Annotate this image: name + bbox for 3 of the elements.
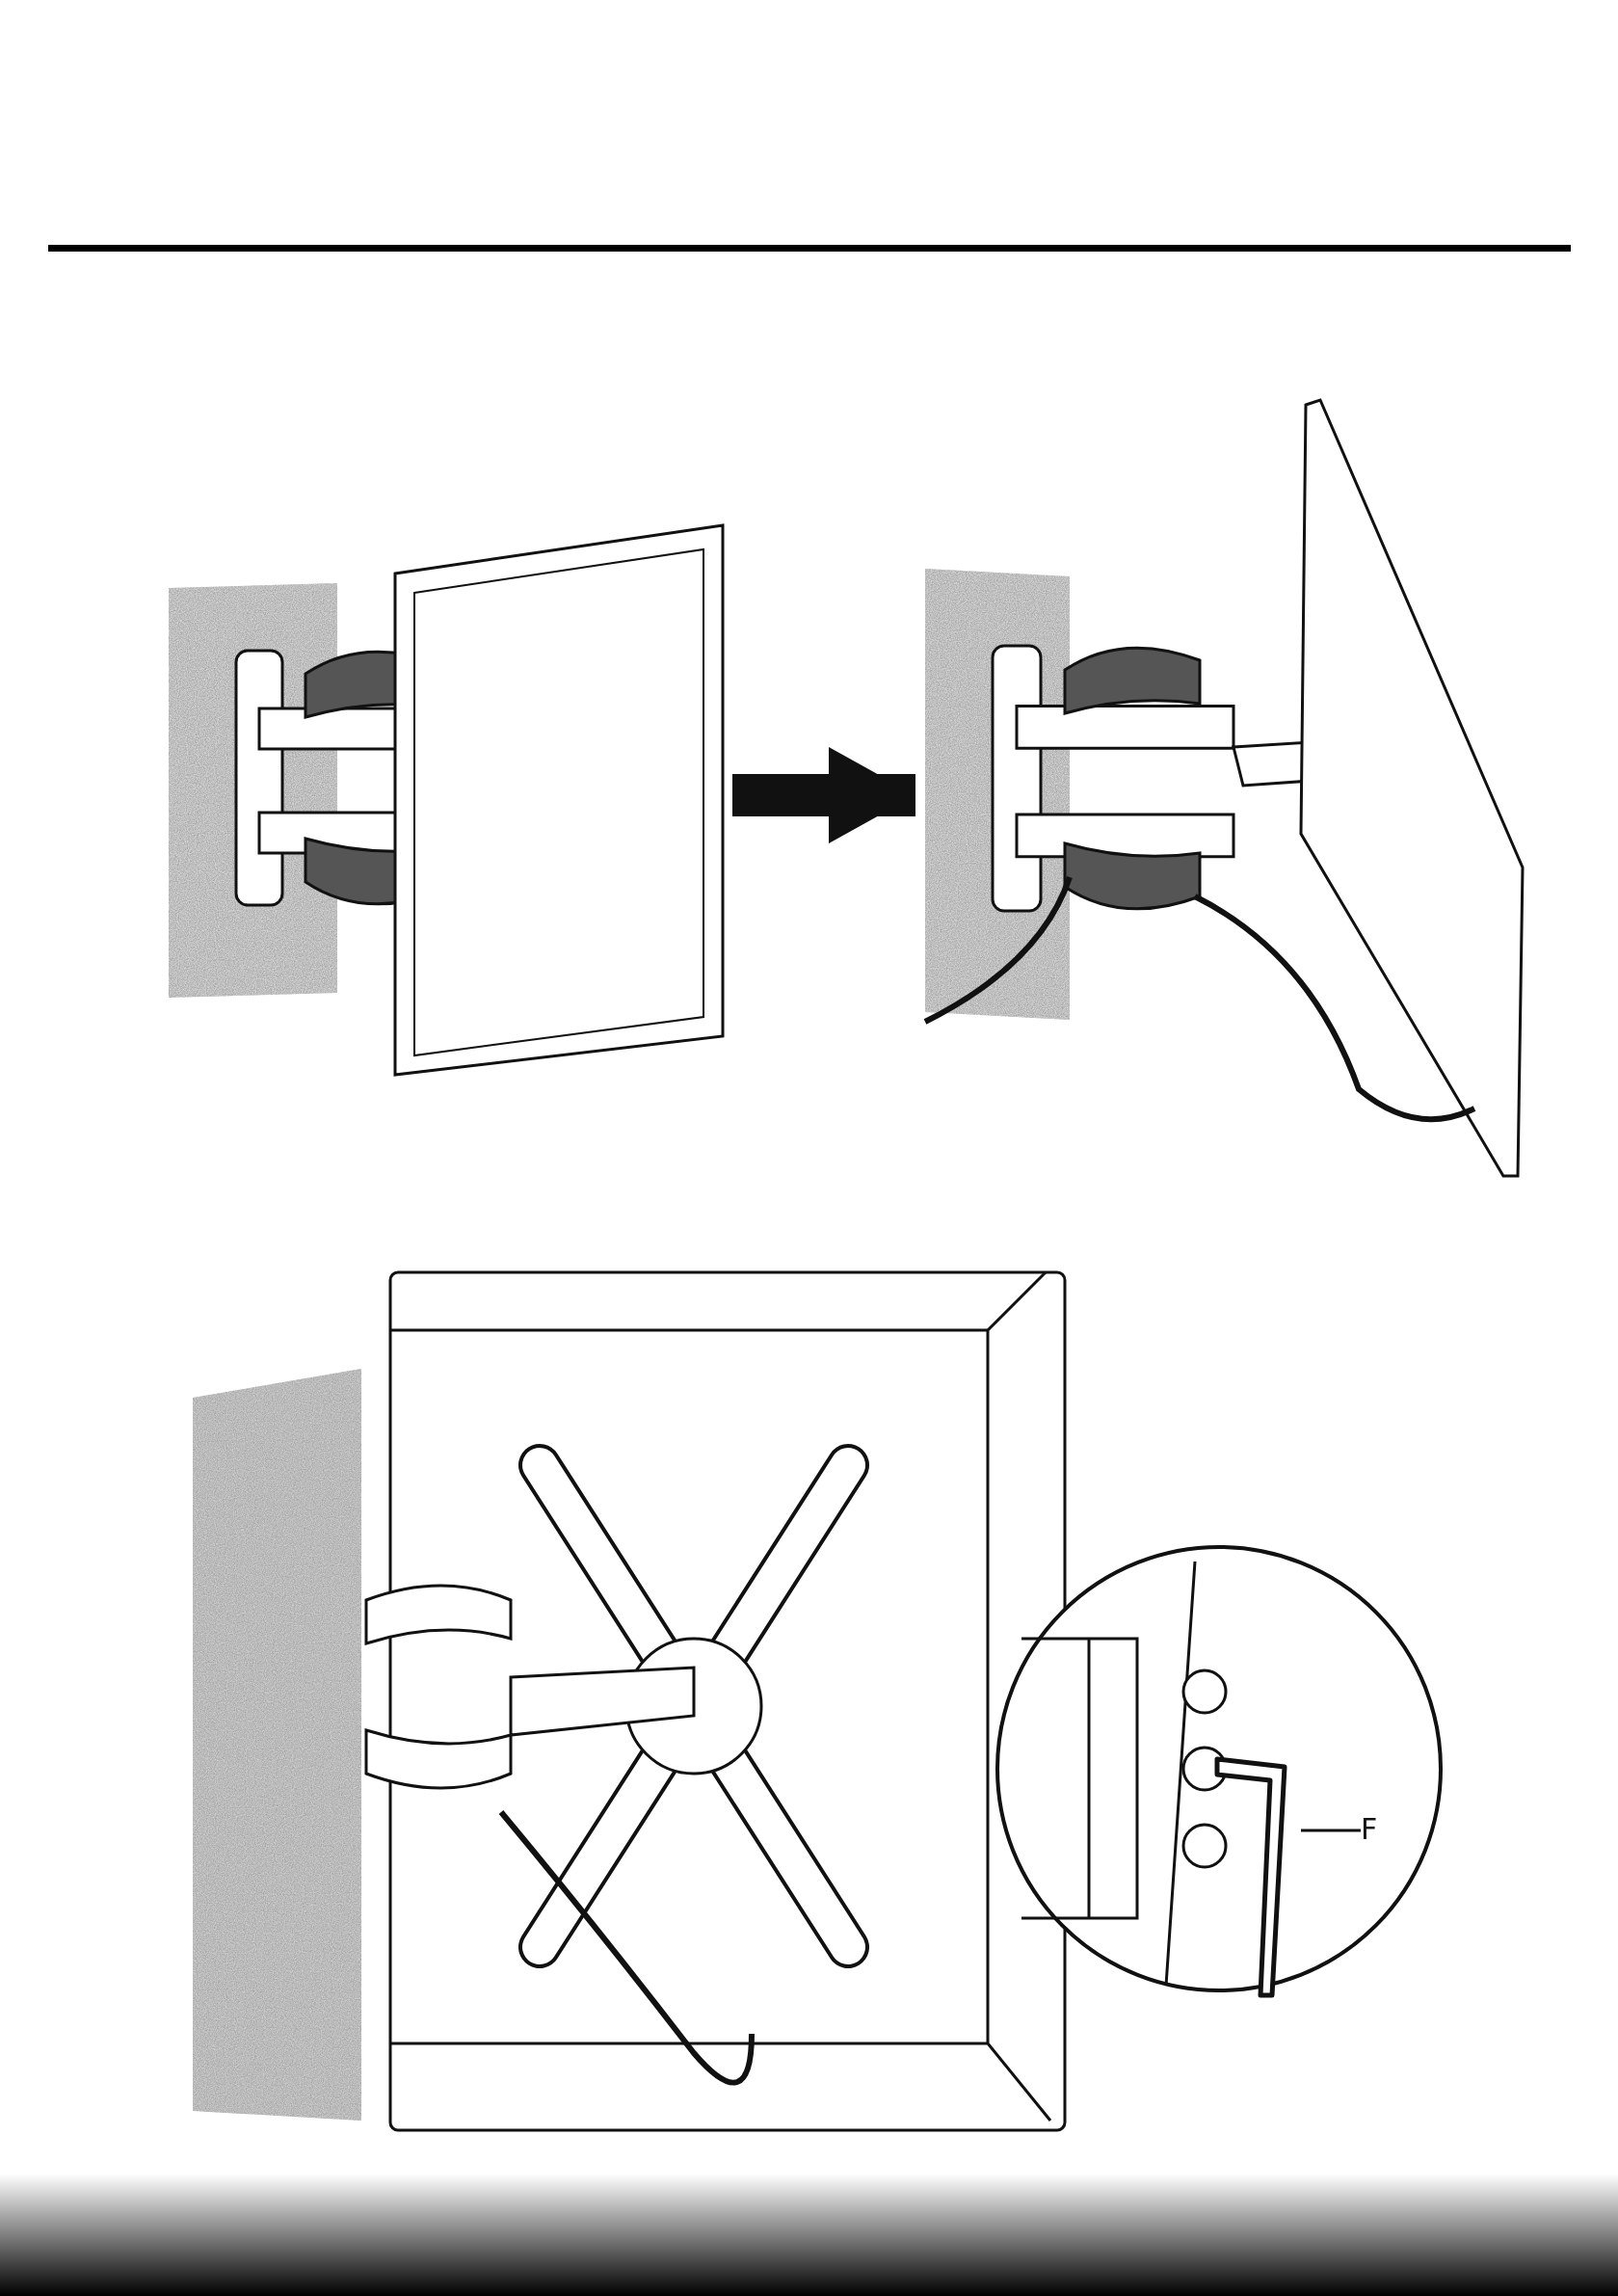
part-letter: F bbox=[1361, 1812, 1378, 1847]
leader-line bbox=[1301, 1829, 1361, 1832]
arrow bbox=[732, 747, 915, 843]
